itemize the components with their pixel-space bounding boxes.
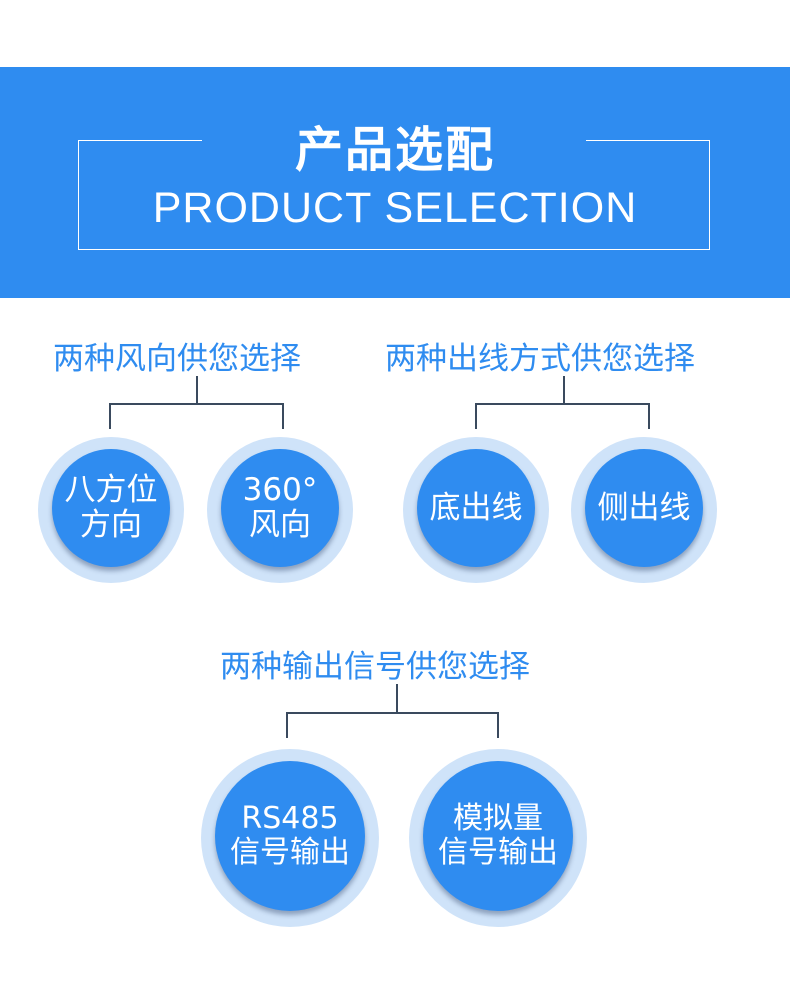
option-label-line1: 360° — [242, 472, 318, 509]
option-eight-direction: 八方位 方向 — [52, 449, 170, 567]
option-label-line2: 风向 — [249, 507, 311, 543]
option-analog-output: 模拟量 信号输出 — [423, 761, 573, 911]
page-subtitle: PRODUCT SELECTION — [152, 184, 638, 232]
option-label-line1: 底出线 — [429, 489, 523, 526]
connector-stem — [196, 376, 198, 403]
group-heading-output-signal: 两种输出信号供您选择 — [220, 649, 530, 685]
option-bottom-outlet: 底出线 — [417, 449, 535, 567]
title-frame-gap — [202, 133, 586, 147]
option-label-line1: RS485 — [241, 801, 339, 837]
connector-drop-left — [475, 403, 477, 429]
connector-drop-right — [648, 403, 650, 429]
group-heading-wind-direction: 两种风向供您选择 — [53, 341, 301, 377]
option-360-direction: 360° 风向 — [221, 449, 339, 567]
option-label-line1: 模拟量 — [453, 801, 543, 837]
connector-drop-right — [497, 712, 499, 738]
connector-stem — [396, 684, 398, 712]
option-label-line2: 信号输出 — [438, 835, 558, 870]
connector-bar — [286, 712, 499, 714]
connector-stem — [563, 376, 565, 403]
option-rs485-output: RS485 信号输出 — [215, 761, 365, 911]
header-banner — [0, 67, 790, 298]
option-side-outlet: 侧出线 — [585, 449, 703, 567]
connector-drop-right — [282, 403, 284, 429]
connector-bar — [475, 403, 650, 405]
option-label-line1: 八方位 — [64, 472, 158, 509]
connector-bar — [109, 403, 284, 405]
option-label-line2: 信号输出 — [230, 835, 350, 870]
connector-drop-left — [109, 403, 111, 429]
connector-drop-left — [286, 712, 288, 738]
option-label-line1: 侧出线 — [597, 489, 691, 526]
page-title: 产品选配 — [294, 122, 495, 178]
option-label-line2: 方向 — [80, 507, 142, 543]
group-heading-cable-outlet: 两种出线方式供您选择 — [385, 341, 695, 377]
